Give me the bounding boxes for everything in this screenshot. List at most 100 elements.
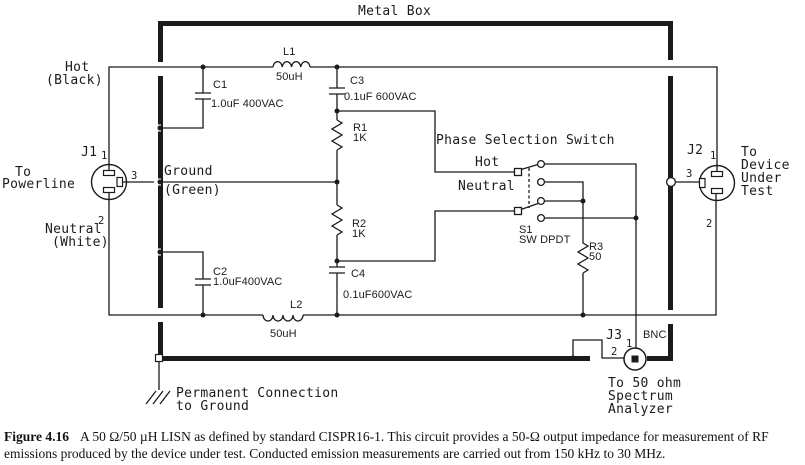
box-wall-bottom bbox=[647, 356, 673, 361]
r2-ref-label: R2 bbox=[352, 218, 367, 230]
r3-ref-label: R3 bbox=[589, 241, 604, 253]
box-wall-left bbox=[158, 322, 163, 361]
hot-line bbox=[108, 66, 718, 174]
box-wall-left bbox=[158, 76, 163, 308]
hot-color-label: (Black) bbox=[46, 73, 103, 88]
junction-dot bbox=[334, 64, 340, 70]
j1-pin1-label: 1 bbox=[101, 150, 108, 162]
j2-blade-2 bbox=[710, 187, 724, 195]
j2-pin3-label: 3 bbox=[686, 168, 693, 180]
switch-contact bbox=[536, 177, 546, 187]
to-device-line2: Device bbox=[741, 158, 790, 173]
l1-inductor-symbol bbox=[272, 61, 311, 68]
wall-bond-dot bbox=[157, 179, 163, 185]
hot-wire-label: Hot bbox=[65, 60, 90, 75]
neutral-line bbox=[108, 190, 717, 316]
switch-blade-hot bbox=[520, 163, 539, 171]
schematic-drawing bbox=[90, 21, 736, 405]
box-wall-left bbox=[158, 26, 163, 62]
junction-dots bbox=[157, 64, 639, 361]
junction-dot bbox=[334, 179, 340, 185]
r3-resistor-symbol bbox=[576, 201, 590, 315]
j3-pin1-label: 1 bbox=[626, 338, 633, 350]
switch-neutral-label: Neutral bbox=[458, 179, 515, 194]
j1-pin2-label: 2 bbox=[98, 215, 105, 227]
junction-dot bbox=[633, 215, 639, 221]
junction-dot bbox=[200, 64, 206, 70]
j3-center-pin bbox=[631, 355, 639, 363]
phase-selection-switch-symbol bbox=[513, 159, 546, 223]
r1-ref-label: R1 bbox=[353, 122, 368, 134]
junction-dot bbox=[200, 312, 206, 318]
switch-hot-label: Hot bbox=[475, 155, 500, 170]
j1-pin3-label: 3 bbox=[131, 170, 138, 182]
switch-pole-hot bbox=[513, 167, 523, 177]
box-wall-bottom bbox=[158, 356, 590, 361]
c3-capacitor-symbol bbox=[329, 67, 345, 120]
j2-connector bbox=[698, 164, 736, 202]
j2-blade-1 bbox=[710, 170, 724, 178]
c1-ref-label: C1 bbox=[213, 79, 228, 91]
c2-value-label: 1.0uF400VAC bbox=[213, 276, 283, 288]
switch-pole-neutral bbox=[513, 206, 523, 216]
junction-dot bbox=[580, 312, 586, 318]
l2-inductor-symbol bbox=[262, 314, 304, 322]
ground-corner-lug bbox=[154, 353, 164, 363]
box-wall-right bbox=[668, 26, 673, 60]
junction-dot bbox=[580, 198, 586, 204]
junction-dot bbox=[570, 355, 576, 361]
r2-value-label: 1K bbox=[352, 228, 366, 240]
l1-value-label: 50uH bbox=[276, 71, 303, 83]
r1-resistor-symbol bbox=[330, 119, 344, 205]
c3-ref-label: C3 bbox=[350, 75, 365, 87]
s1-ref-label: S1 bbox=[519, 224, 533, 236]
to-spectrum-line3: Analyzer bbox=[608, 402, 674, 417]
j1-blade-1 bbox=[102, 169, 116, 177]
ground-color-label: (Green) bbox=[164, 183, 221, 198]
figure-caption-text: A 50 Ω/50 µH LISN as defined by standard… bbox=[4, 429, 769, 461]
l1-ref-label: L1 bbox=[283, 46, 296, 58]
metal-box-outline bbox=[158, 21, 673, 361]
switch-contact bbox=[536, 159, 546, 169]
to-device-line1: To bbox=[741, 145, 758, 160]
j3-shield-wire bbox=[572, 339, 624, 359]
j1-body bbox=[90, 163, 128, 201]
metal-box-label: Metal Box bbox=[358, 4, 432, 19]
r1-value-label: 1K bbox=[353, 132, 367, 144]
r3-value-label: 50 bbox=[589, 251, 602, 263]
j2-pin1-label: 1 bbox=[710, 150, 717, 162]
switch-contact bbox=[536, 196, 546, 206]
box-wall-right bbox=[668, 324, 673, 356]
j3-type-label: BNC bbox=[643, 329, 667, 341]
earth-ground-symbol bbox=[145, 361, 171, 405]
hot-pole-wire bbox=[337, 110, 514, 173]
neutral-wire-label: Neutral bbox=[45, 222, 102, 237]
junction-dot bbox=[334, 312, 340, 318]
wires bbox=[108, 61, 718, 405]
c4-capacitor-symbol bbox=[329, 266, 345, 315]
l2-value-label: 50uH bbox=[270, 328, 297, 340]
switch-contact bbox=[536, 213, 546, 223]
ground-wire-label: Ground bbox=[164, 164, 213, 179]
c1-capacitor-symbol bbox=[158, 67, 211, 129]
j2-ref-label: J2 bbox=[687, 143, 704, 158]
j1-ref-label: J1 bbox=[81, 145, 98, 160]
j1-blade-2 bbox=[102, 186, 116, 194]
wall-feedthrough bbox=[665, 176, 677, 188]
neutral-pole-wire bbox=[337, 210, 514, 262]
to-spectrum-line1: To 50 ohm bbox=[608, 376, 682, 391]
to-device-line4: Test bbox=[741, 184, 774, 199]
box-wall-top bbox=[158, 21, 673, 26]
c4-ref-label: C4 bbox=[351, 268, 366, 280]
c2-capacitor-symbol bbox=[158, 251, 211, 315]
wall-bond-dot bbox=[157, 249, 163, 255]
junction-dot bbox=[334, 258, 340, 264]
j2-pin2-label: 2 bbox=[706, 218, 713, 230]
phase-switch-title: Phase Selection Switch bbox=[436, 133, 615, 148]
to-device-line3: Under bbox=[741, 171, 782, 186]
j3-bnc-connector bbox=[623, 347, 647, 371]
to-powerline-line1: To bbox=[15, 165, 32, 180]
j3-ref-label: J3 bbox=[606, 328, 623, 343]
